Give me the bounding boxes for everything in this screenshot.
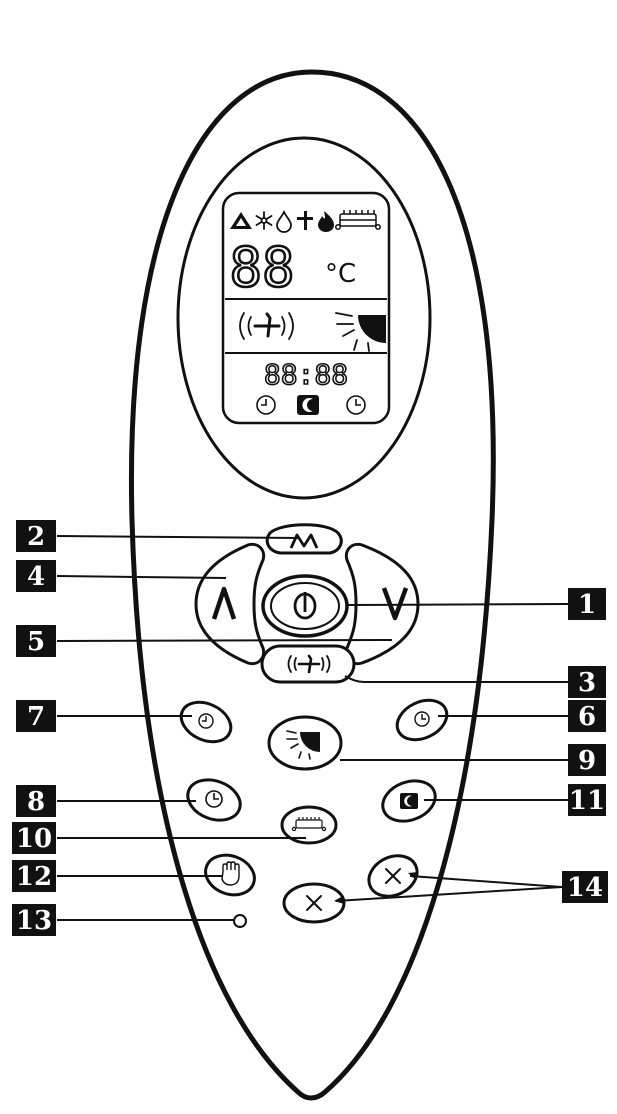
- callout-badge-1: 1: [568, 588, 606, 620]
- leader-line-14a: [409, 875, 563, 888]
- lcd-timer-on-icon: [256, 395, 276, 415]
- temp-up-button[interactable]: [194, 542, 266, 666]
- fan-speed-button[interactable]: [260, 644, 356, 684]
- hand-icon: [221, 861, 240, 886]
- callout-badge-7: 7: [16, 700, 56, 732]
- snowflake-icon: [255, 211, 273, 230]
- close-icon: [385, 868, 401, 884]
- callout-badge-4: 4: [16, 560, 56, 592]
- fan-speed-icon: [287, 654, 331, 674]
- flame-icon: [318, 211, 334, 232]
- callout-label-2: 2: [27, 522, 45, 552]
- callout-label-13: 13: [16, 906, 52, 936]
- callout-label-3: 3: [578, 668, 596, 698]
- heater-icon: [291, 817, 327, 832]
- moon-icon: [400, 793, 418, 809]
- power-icon: [293, 592, 317, 620]
- manual-button[interactable]: [200, 849, 260, 902]
- chevron-down-icon: [381, 587, 409, 621]
- heater-button[interactable]: [280, 805, 338, 845]
- lcd-timer-off-icon: [346, 395, 366, 415]
- callout-label-11: 11: [569, 786, 605, 816]
- leader-line-3: [344, 675, 568, 683]
- mode-icon: [289, 533, 319, 549]
- callout-badge-10: 10: [12, 822, 56, 854]
- lcd-temperature-digits: 88: [229, 236, 294, 299]
- leader-line-14b: [335, 886, 563, 902]
- sleep-button[interactable]: [377, 774, 441, 828]
- callout-badge-6: 6: [568, 700, 606, 732]
- timer-off-button[interactable]: [391, 693, 453, 748]
- callout-label-10: 10: [16, 824, 52, 854]
- close-icon: [306, 895, 322, 911]
- swing-icon: [286, 730, 320, 760]
- callout-label-12: 12: [16, 862, 52, 892]
- lcd-clock-digits: 88:88: [264, 358, 348, 391]
- callout-badge-13: 13: [12, 904, 56, 936]
- swing-button[interactable]: [267, 715, 343, 771]
- cancel-button-left[interactable]: [282, 882, 346, 924]
- clock-icon: [205, 790, 223, 808]
- arrowhead-14a: [408, 872, 418, 880]
- heater-icon: [335, 210, 381, 230]
- lcd-mode-icons: [230, 209, 381, 233]
- callout-label-5: 5: [27, 627, 45, 657]
- chevron-up-icon: [211, 586, 237, 620]
- power-button[interactable]: [261, 574, 349, 638]
- callout-badge-2: 2: [16, 520, 56, 552]
- callout-badge-5: 5: [16, 625, 56, 657]
- leader-lines: [56, 535, 569, 921]
- timer-off-icon: [414, 711, 430, 727]
- callout-label-8: 8: [27, 787, 45, 817]
- callout-badge-11: 11: [568, 784, 606, 816]
- clock-button[interactable]: [182, 773, 246, 827]
- lcd-screen: [221, 191, 391, 425]
- callout-label-14: 14: [567, 873, 603, 903]
- callout-badge-12: 12: [12, 860, 56, 892]
- lcd-swing-icon: [335, 312, 386, 352]
- callout-label-9: 9: [578, 746, 596, 776]
- lcd-sleep-icon: [297, 395, 319, 415]
- callout-label-6: 6: [578, 702, 596, 732]
- timer-on-button[interactable]: [175, 695, 237, 750]
- callout-badge-3: 3: [568, 666, 606, 698]
- callout-badge-8: 8: [16, 785, 56, 817]
- callout-badge-14: 14: [562, 871, 608, 903]
- leader-line-5: [56, 639, 393, 642]
- leader-line-2: [56, 535, 301, 539]
- callout-label-7: 7: [27, 702, 45, 732]
- leader-line-4: [56, 575, 227, 579]
- water-drop-icon: [276, 209, 292, 233]
- leader-line-1: [345, 603, 569, 606]
- auto-mode-icon: [230, 212, 252, 229]
- cancel-button-right[interactable]: [362, 848, 423, 904]
- fan-icon: [297, 211, 313, 230]
- reset-hole[interactable]: [233, 914, 247, 928]
- mode-button[interactable]: [265, 523, 343, 555]
- lcd-fan-speed-icon: [239, 312, 294, 340]
- callout-badge-9: 9: [568, 744, 606, 776]
- callout-label-1: 1: [578, 590, 596, 620]
- lcd-temperature-unit: °C: [325, 259, 356, 289]
- callout-label-4: 4: [27, 562, 45, 592]
- timer-on-icon: [198, 713, 214, 729]
- arrowhead-14b: [334, 896, 344, 904]
